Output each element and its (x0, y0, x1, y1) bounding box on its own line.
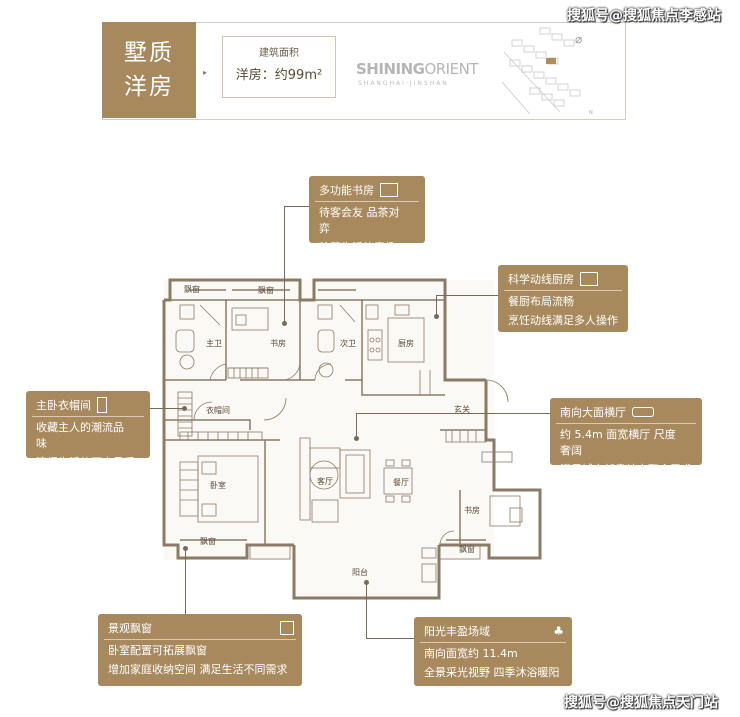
leader-living-v (356, 413, 357, 438)
leader-kitchen-v (436, 295, 437, 317)
kitchen-label: 厨房 (398, 339, 414, 348)
leader-study-v (284, 206, 285, 324)
callout-closet: 主卧衣帽间 收藏主人的潮流品味 演绎生活的百变风采 (26, 391, 150, 469)
callout-study-line1: 待客会友 品茶对弈 (315, 201, 419, 237)
second-bath-label: 次卫 (340, 339, 356, 348)
leader-study-h (284, 206, 309, 207)
callout-bay-line1: 卧室配置可拓展飘窗 (104, 639, 296, 659)
callout-kitchen-line1: 餐厨布局流畅 (504, 290, 622, 310)
callout-balcony-title: 阳光丰盈场域 (424, 625, 490, 638)
leader-kitchen-dot (434, 314, 439, 319)
closet-label: 衣帽间 (206, 406, 230, 415)
callout-living-line2: 满足城市新贵社交聚会需求 (560, 463, 692, 476)
callout-living: 南向大面横厅 约 5.4m 面宽横厅 尺度奢阔 满足城市新贵社交聚会需求 (550, 398, 702, 476)
plant-icon: ♣ (553, 624, 564, 638)
stove-icon (580, 272, 598, 286)
area-box (222, 36, 336, 98)
living-room-label: 客厅 (317, 477, 333, 486)
sofa-icon (632, 407, 654, 417)
callout-living-line1: 约 5.4m 面宽横厅 尺度奢阔 (556, 423, 696, 459)
title-line-1: 墅质 (124, 40, 174, 66)
highlight-building (546, 58, 556, 64)
leader-study-dot (282, 321, 287, 326)
pointer-arrow-icon: ▸ (203, 68, 208, 77)
callout-closet-line2: 演绎生活的百变风采 (36, 456, 135, 469)
callout-study-title: 多功能书房 (319, 184, 374, 197)
leader-balcony-v (366, 582, 367, 638)
master-bedroom-label: 卧室 (210, 481, 226, 490)
furniture (175, 304, 523, 583)
brand-strong: SHINING (356, 60, 425, 78)
compass-icon: ⌀ (575, 32, 583, 46)
callout-study-line2: 珍藏生活的意趣 (319, 241, 396, 254)
callout-bay-title: 景观飘窗 (108, 622, 152, 635)
site-plan-thumbnail (501, 27, 581, 115)
leader-living-h (356, 413, 550, 414)
leader-kitchen-h (436, 295, 498, 296)
watermark-bottom: 搜狐号@搜狐焦点天门站 (564, 695, 718, 711)
callout-living-title: 南向大面横厅 (560, 406, 626, 419)
callout-balcony: 阳光丰盈场域 ♣ 南向面宽约 11.4m 全景采光视野 四季沐浴暖阳 (414, 617, 572, 686)
leader-balcony-h (366, 638, 414, 639)
bay-window-label-3: 飘窗 (200, 537, 216, 546)
leader-living-dot (354, 436, 359, 441)
leader-closet-dot (182, 406, 187, 411)
brand-logo: SHININGORIENT (356, 60, 478, 78)
bay-window-label-1: 飘窗 (184, 285, 200, 294)
leader-closet-h (150, 408, 184, 409)
callout-kitchen-title: 科学动线厨房 (508, 273, 574, 286)
callout-balcony-line1: 南向面宽约 11.4m (420, 642, 566, 662)
bookshelf-icon (380, 183, 398, 197)
area-value: 洋房：约99m² (235, 68, 323, 83)
bay-window-label-2: 飘窗 (258, 286, 274, 295)
product-title: 墅质 洋房 (102, 22, 196, 118)
leader-bay-v (185, 548, 186, 614)
callout-closet-title: 主卧衣帽间 (36, 399, 91, 412)
callout-bay-line2: 增加家庭收纳空间 满足生活不同需求 (108, 663, 288, 676)
callout-study: 多功能书房 待客会友 品茶对弈 珍藏生活的意趣 (309, 176, 425, 254)
callout-kitchen-line2: 烹饪动线满足多人操作 (508, 314, 618, 327)
south-study-label: 书房 (464, 506, 480, 515)
master-bath-label: 主卫 (206, 339, 222, 348)
callout-balcony-line2: 全景采光视野 四季沐浴暖阳 (424, 666, 560, 679)
north-study-label: 书房 (270, 339, 286, 348)
dining-room-label: 餐厅 (393, 478, 409, 487)
title-line-2: 洋房 (124, 74, 174, 100)
compass-label: N (589, 110, 593, 116)
area-label: 建筑面积 (259, 48, 299, 59)
balcony-label: 阳台 (352, 568, 368, 577)
callout-bay-window: 景观飘窗 卧室配置可拓展飘窗 增加家庭收纳空间 满足生活不同需求 (98, 614, 302, 686)
inner-walls (164, 289, 486, 545)
callout-kitchen: 科学动线厨房 餐厨布局流畅 烹饪动线满足多人操作 (498, 265, 628, 332)
callout-closet-line1: 收藏主人的潮流品味 (32, 416, 144, 452)
window-icon (280, 621, 294, 635)
watermark-top: 搜狐号@搜狐焦点李感站 (567, 8, 721, 24)
leader-balcony-dot (364, 580, 369, 585)
wardrobe-icon (97, 397, 107, 413)
bay-window-label-4: 飘窗 (459, 545, 475, 554)
entrance-label: 玄关 (454, 405, 470, 414)
brand-thin: ORIENT (424, 60, 478, 78)
leader-bay-dot (183, 546, 188, 551)
door-swings (193, 361, 509, 546)
brand-subtitle: SHANGHAI·JINSHAN (358, 80, 449, 87)
